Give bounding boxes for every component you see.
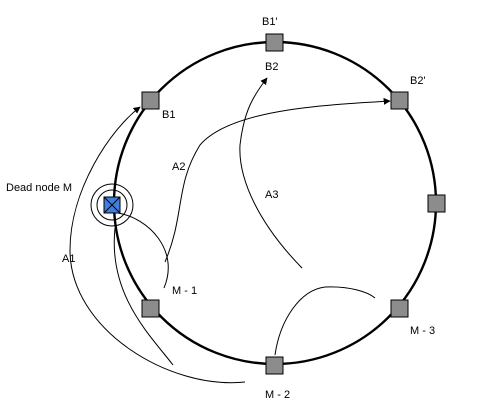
label-b2-prime: B2'	[410, 75, 426, 87]
lookup-path-a1-tail	[113, 227, 174, 366]
label-b1: B1	[162, 109, 175, 121]
label-b2: B2	[265, 61, 278, 73]
label-a3: A3	[265, 189, 278, 201]
label-m-minus-2: M - 2	[265, 389, 290, 401]
node-m-minus-2	[265, 356, 284, 375]
node-b1	[141, 91, 160, 110]
lookup-path-a2	[164, 97, 391, 263]
node-b1-prime	[265, 33, 284, 52]
lookup-path-a2-tail	[117, 212, 169, 289]
label-m-minus-1: M - 1	[172, 285, 197, 297]
label-b1-prime: B1'	[262, 16, 278, 28]
label-a1: A1	[62, 253, 75, 265]
label-dead-node: Dead node M	[6, 182, 72, 194]
dead-node-cross-2	[103, 196, 121, 214]
node-right	[427, 194, 446, 213]
node-m-minus-1	[141, 299, 160, 318]
ring	[112, 40, 438, 366]
lookup-path-a3	[239, 77, 303, 269]
node-m-minus-3	[390, 299, 409, 318]
node-b2-prime	[390, 91, 409, 110]
dead-node-outer-ring	[90, 183, 134, 227]
label-a2: A2	[172, 161, 185, 173]
dead-node-inner-ring	[96, 189, 128, 221]
lookup-path-m2-arc	[274, 286, 376, 356]
label-m-minus-3: M - 3	[410, 325, 435, 337]
lookup-path-a1	[69, 106, 246, 384]
